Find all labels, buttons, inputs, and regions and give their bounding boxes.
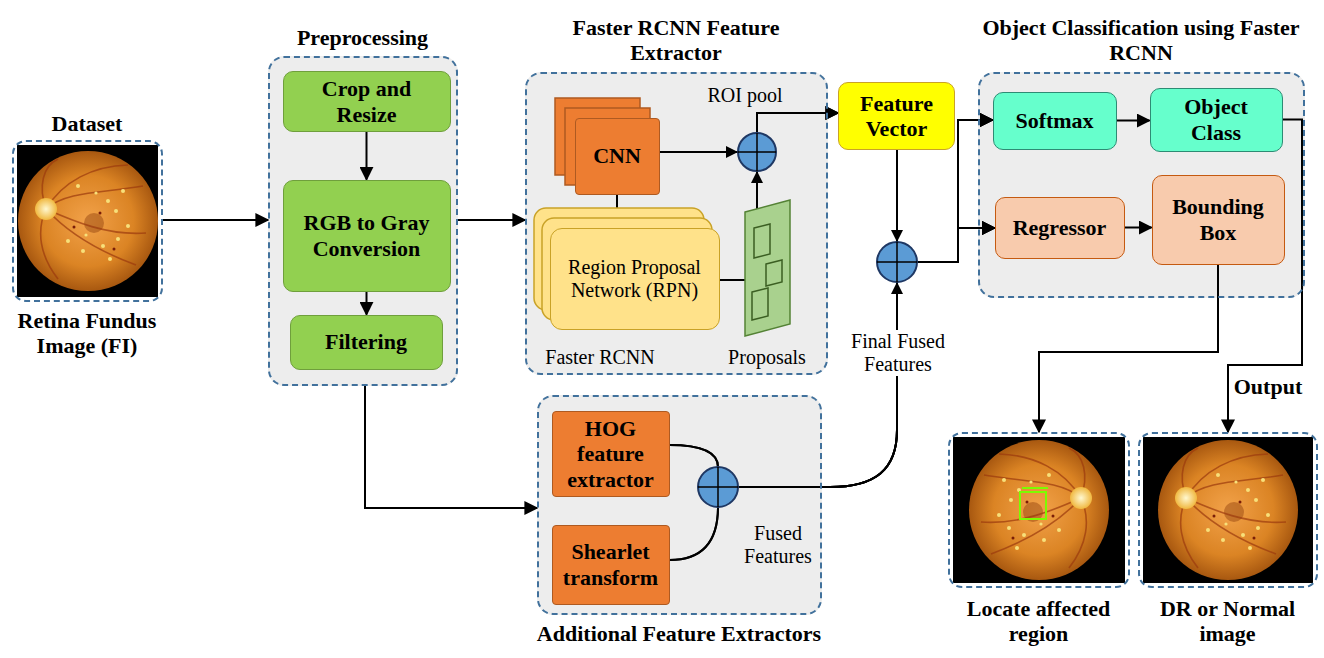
regressor-box: Regressor [995,197,1125,259]
detection-box [1020,492,1046,519]
fundus-photo [1158,440,1298,580]
process-box: Crop and Resize [283,71,451,132]
sum-symbol [738,133,776,171]
heading: Additional Feature Extractors [514,621,844,646]
photo-ground [1143,437,1313,583]
label-anchor: ROI pool [700,84,790,107]
connector-arrow [1117,120,1150,122]
photo-ground [953,437,1125,583]
proposal-box [752,288,768,320]
connector-arrow [1039,265,1218,433]
output-box: Object Class [1150,88,1283,152]
proposal-box [766,260,782,286]
group-fill [525,72,828,375]
connector-arrow [670,120,993,560]
fundus-photo [969,440,1109,580]
connector-arrow [1125,227,1152,229]
heading: Locate affected region [944,596,1134,647]
extractor-box: Shearlet transform [552,525,670,605]
connector-arrow [366,292,368,315]
process-box: Filtering [290,315,443,370]
annotation-label: Fused Features [738,522,818,568]
output-box: Bounding Box [1152,175,1285,265]
group-panel: Additional Feature ExtractorsHOG feature… [537,395,822,615]
group-panel: PreprocessingCrop and ResizeRGB to Gray … [268,56,458,386]
heading: Dataset [7,111,167,136]
classifier-box: Softmax [993,92,1117,150]
label-anchor: Faster RCNN [540,346,660,369]
image-frame: DatasetRetina Fundus Image (FI) [12,140,163,302]
connector-arrow [365,386,537,508]
box-label: Region Proposal Network (RPN) [567,256,702,302]
label-anchor: Output [1232,374,1304,399]
heading: DR or Normal image [1133,596,1323,647]
connector-arrow [163,219,268,221]
network-box: Region Proposal Network (RPN) [550,228,720,330]
arrow-head [751,171,763,183]
group-fill [268,56,458,386]
box-label: Bounding Box [1161,194,1276,245]
proposal-box [754,224,770,258]
box-label: Feature Vector [847,91,947,142]
box-label: RGB to Gray Conversion [297,210,437,261]
image-frame: DR or Normal image [1138,432,1318,588]
extractor-box: HOG feature extractor [552,411,670,497]
box-label: Regressor [1013,215,1107,240]
box-label: CNN [593,143,641,168]
detection-box [1022,487,1048,489]
feature-box: Feature Vector [838,82,955,150]
box-label: Filtering [325,329,407,354]
image-frame: Locate affected region [948,432,1130,588]
connector-arrow [458,219,525,221]
box-label: HOG feature extractor [561,416,661,492]
arrow-head [726,146,738,158]
box-label: Object Class [1166,94,1266,145]
connector-arrow [366,132,368,180]
group-fill [537,395,822,615]
fundus-photo [18,151,158,291]
heading: Retina Fundus Image (FI) [2,308,172,359]
arrow-head [891,282,903,294]
box-label: Crop and Resize [304,76,429,127]
annotation-label: ROI pool [700,84,790,107]
label-anchor: Final Fused Features [842,330,954,376]
network-box: CNN [575,118,660,195]
process-box: RGB to Gray Conversion [283,180,451,292]
box-label: Shearlet transform [561,539,661,590]
annotation-label: Proposals [722,346,812,369]
label-anchor: Proposals [722,346,812,369]
arrow-head [891,230,903,242]
group-panel: Object Classification using Faster RCNNS… [978,72,1305,298]
annotation-label: Final Fused Features [842,330,954,376]
label-anchor: Fused Features [738,522,818,568]
annotation-label: Faster RCNN [540,346,660,369]
photo-ground [17,145,158,297]
sum-symbol [698,467,738,507]
heading: Object Classification using Faster RCNN [971,15,1311,66]
box-label: Softmax [1015,108,1093,133]
proposal-plane [745,200,790,336]
edge-label: Output [1232,374,1304,399]
group-fill [978,72,1305,298]
group-panel: Faster RCNN Feature ExtractorCNNRegion P… [525,72,828,375]
heading: Faster RCNN Feature Extractor [546,15,806,66]
sum-symbol [877,242,917,282]
heading: Preprocessing [263,25,463,50]
